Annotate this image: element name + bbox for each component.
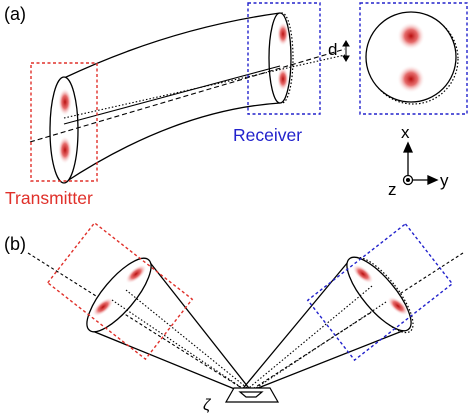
left-inner-beam	[111, 289, 253, 393]
left-cone	[89, 259, 253, 393]
transmitter-box	[30, 62, 98, 182]
cross-section-spot-top	[397, 22, 425, 50]
incident-axis	[27, 252, 249, 393]
left-spot-bottom	[92, 297, 114, 317]
cross-section-circle	[365, 11, 457, 103]
panel-b-label: (b)	[4, 234, 26, 254]
target-plate	[224, 387, 280, 403]
left-spot-top	[125, 264, 147, 284]
axis-y-label: y	[440, 171, 449, 190]
axis-x-label: x	[401, 123, 410, 142]
offset-arrow	[342, 40, 350, 62]
propagation-axis-dashed	[29, 48, 346, 143]
panel-a-label: (a)	[4, 4, 26, 24]
transmitter-axis-solid	[63, 65, 281, 125]
left-cone-aperture	[86, 257, 152, 333]
reflected-axis	[247, 252, 464, 393]
right-spot-bottom	[387, 296, 409, 316]
transmitter-label: Transmitter	[5, 188, 93, 208]
cross-section-box	[359, 2, 468, 115]
panel-b-transmitter-box	[46, 221, 194, 361]
receiver-spot-bottom	[277, 67, 289, 91]
offset-label: d	[328, 40, 337, 59]
beam-axes	[29, 48, 346, 143]
axis-z-label: z	[388, 180, 397, 199]
receiver-box	[247, 2, 321, 115]
panel-b-axes	[27, 252, 464, 393]
cross-section-spot-bottom	[397, 65, 425, 93]
panel-b-receiver-box	[306, 222, 454, 362]
transmitter-spot-bottom	[58, 136, 72, 164]
coordinate-axes	[402, 141, 439, 186]
transmitter-spot-top	[58, 88, 72, 116]
receiver-spot-top	[277, 22, 289, 46]
receiver-label: Receiver	[233, 125, 302, 145]
angle-label: ζ	[203, 397, 212, 414]
beam-envelope	[63, 12, 281, 184]
right-inner-beam	[243, 285, 387, 393]
right-spot-top	[352, 264, 374, 284]
